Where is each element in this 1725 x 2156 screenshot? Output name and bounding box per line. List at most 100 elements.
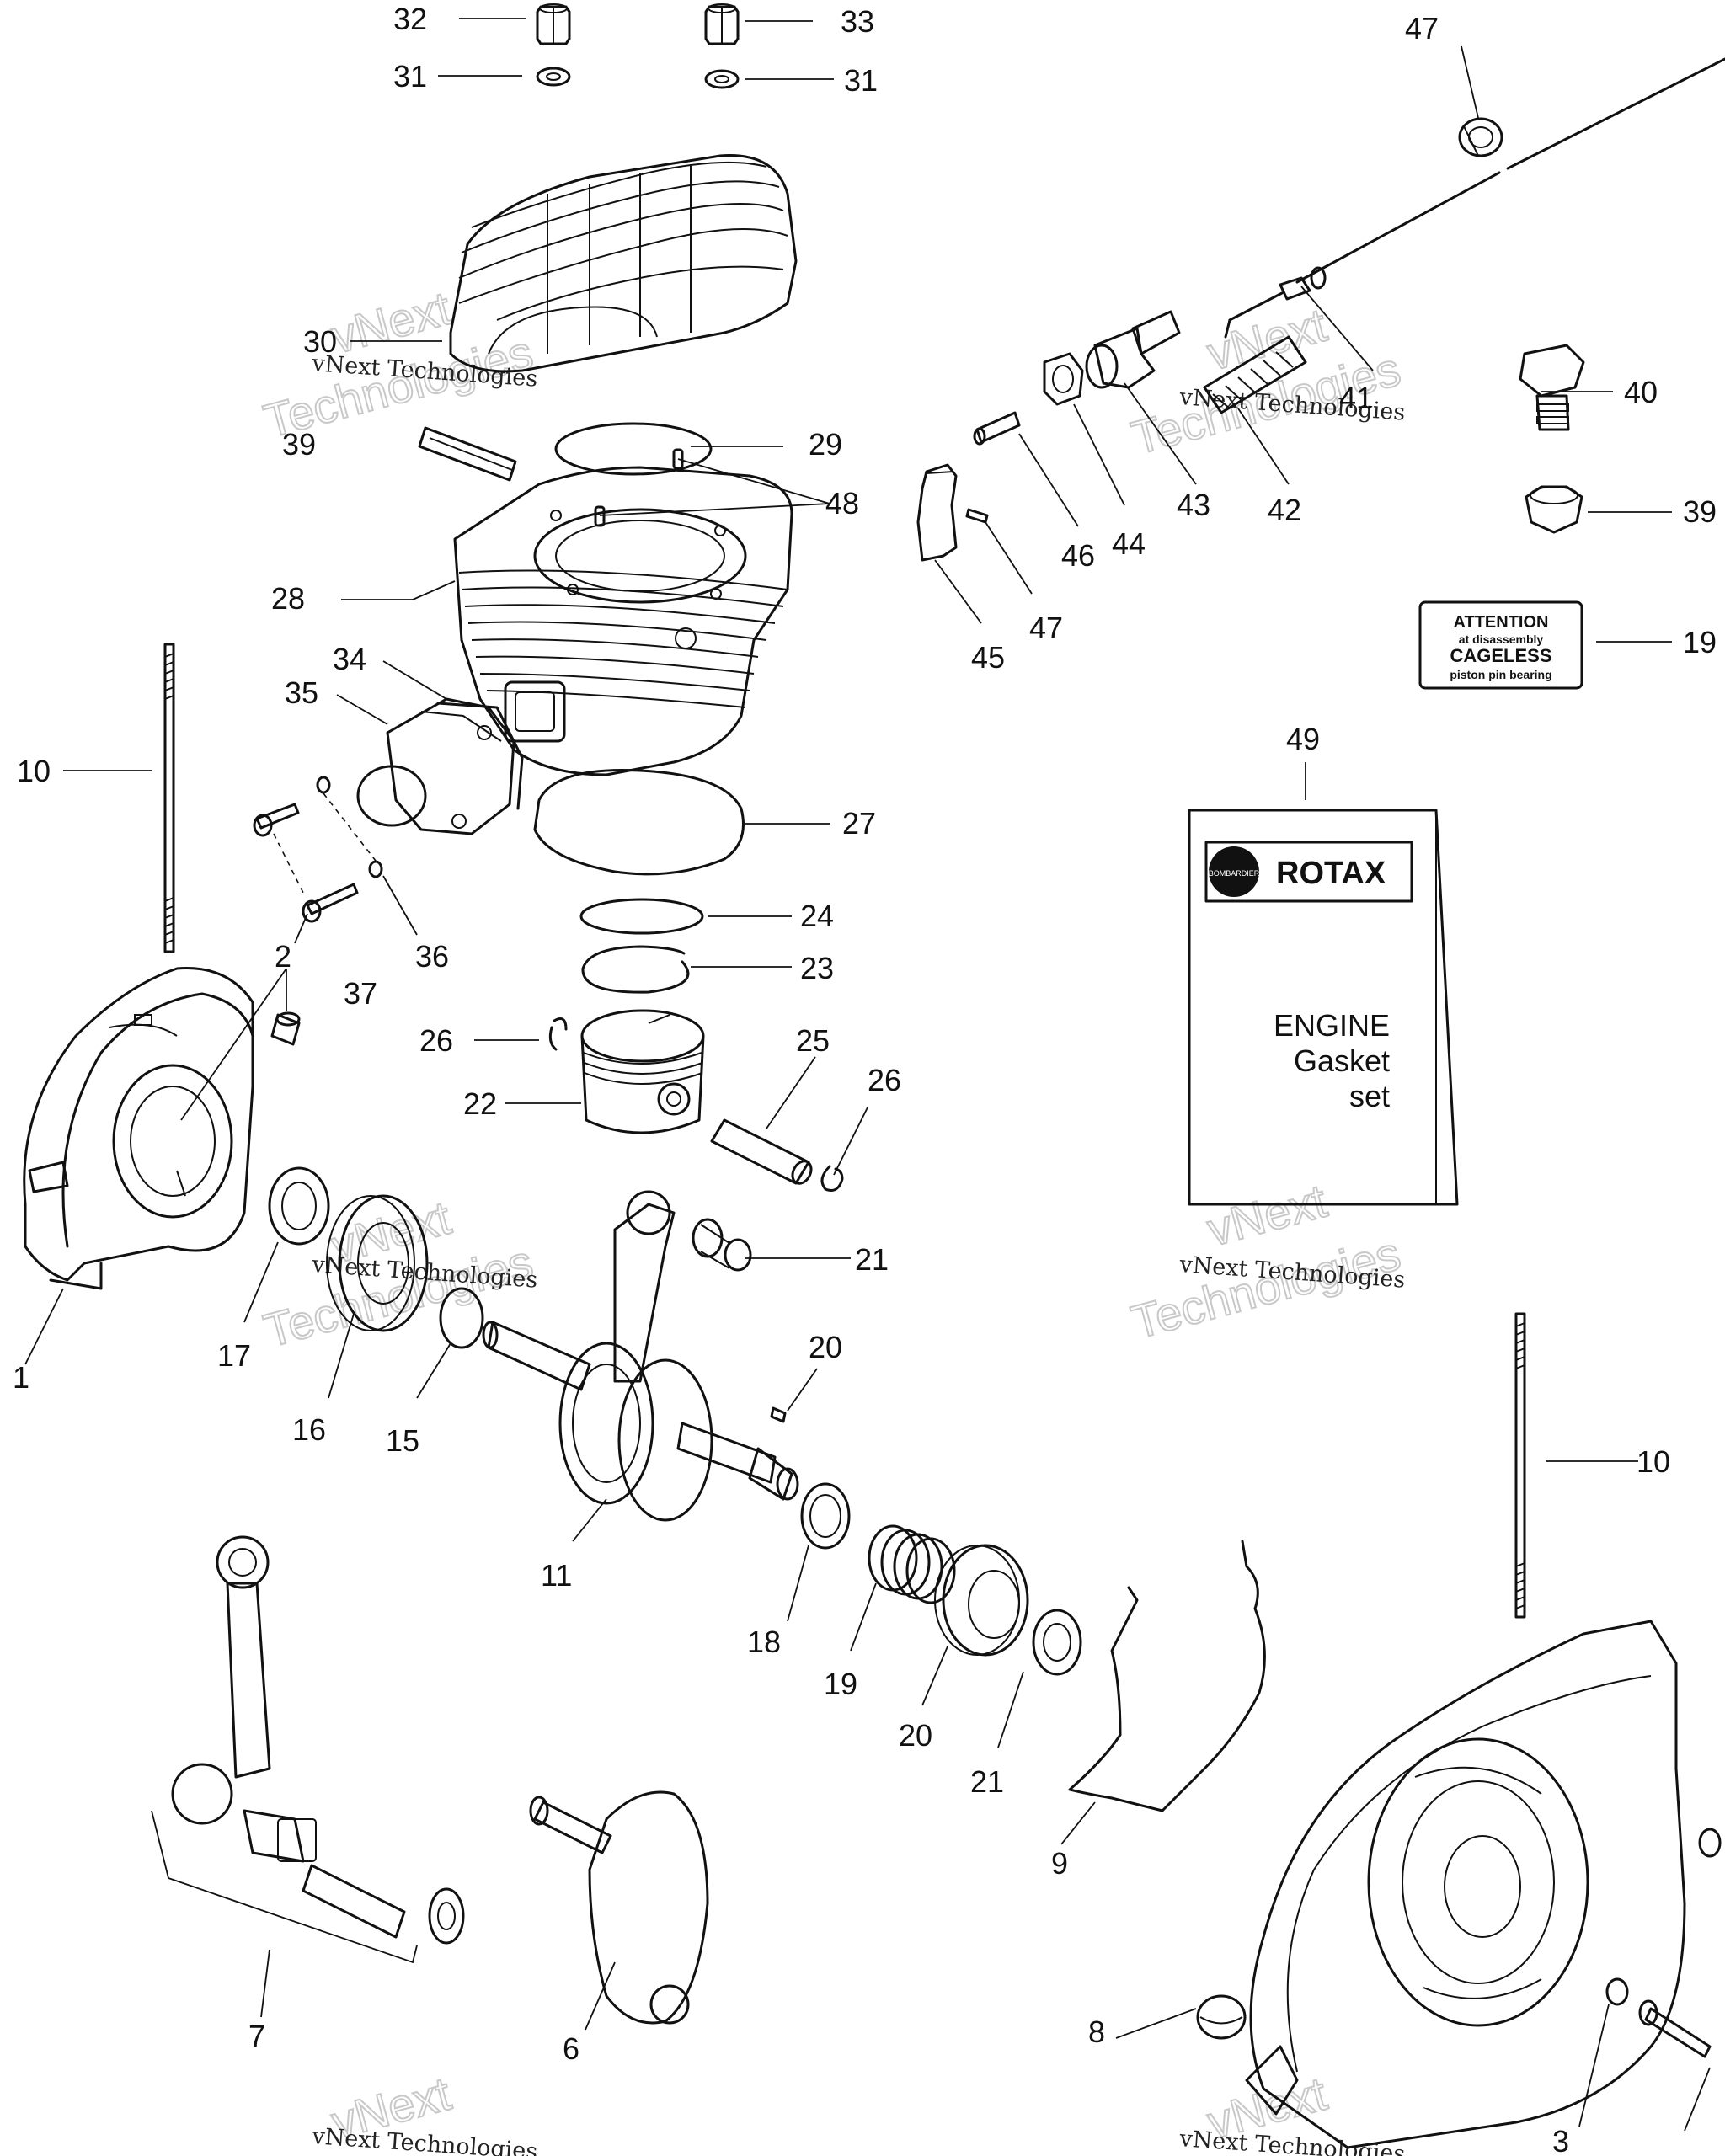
callout-33: 34 (333, 642, 366, 676)
decal-line-3: CAGELESS (1450, 645, 1551, 666)
intake-flange-33-34 (356, 697, 524, 835)
crankcase-1 (23, 967, 254, 1290)
callout-28: 28 (271, 581, 305, 616)
fitting-42 (1085, 310, 1181, 389)
callout-26: 26 (419, 1023, 453, 1058)
nut-43 (1043, 352, 1084, 406)
parts: ATTENTION at disassembly CAGELESS piston… (23, 3, 1725, 2149)
piston-ring-24 (579, 898, 704, 935)
nut-38 (1525, 485, 1583, 534)
crankcase-right (1245, 1620, 1686, 2149)
crank-half-6 (529, 1790, 709, 2025)
attention-decal-19: ATTENTION at disassembly CAGELESS piston… (1418, 600, 1583, 690)
nut-32-left (536, 3, 571, 45)
rotax-brand: ROTAX (1276, 856, 1386, 891)
callout-35: 36 (415, 939, 449, 974)
callout-25: 25 (796, 1023, 830, 1058)
watermarks: vNext Technologies vNext Technologies vN… (258, 280, 1407, 2156)
callout-30: 30 (303, 324, 337, 359)
logo-text: BOMBARDIER (1209, 869, 1260, 878)
decal-line-1: ATTENTION (1454, 613, 1549, 632)
callout-47: 47 (1405, 11, 1439, 45)
kit-line-3: set (1349, 1079, 1390, 1113)
needle-bearing-21 (692, 1218, 752, 1272)
callout-36: 37 (344, 976, 377, 1011)
circlip-26 (548, 1017, 568, 1051)
callout-38: 39 (1683, 494, 1717, 529)
bombardier-logo: BOMBARDIER (1209, 846, 1260, 897)
bearing-17 (934, 1544, 1029, 1657)
callout-8: 8 (1088, 2015, 1105, 2049)
watermark-text: vNext Technologies (1178, 2126, 1407, 2156)
spring-41 (1203, 335, 1307, 414)
callout-40: 41 (1339, 381, 1373, 415)
retaining-ring-12 (439, 1287, 484, 1349)
callout-15: 18 (747, 1625, 781, 1659)
connector-39 (1519, 344, 1585, 431)
callout-11: 11 (541, 1558, 572, 1593)
callout-45: 46 (1061, 538, 1095, 573)
grommet-47 (1458, 117, 1503, 157)
washer-31-left (536, 67, 571, 87)
piston-22 (580, 1009, 705, 1134)
bearing-13 (326, 1194, 429, 1332)
piston-ring-23 (581, 945, 690, 994)
watermark-text: vNext Technologies (311, 2123, 539, 2156)
callout-7: 7 (248, 2019, 265, 2053)
callout-17: 20 (899, 1718, 932, 1753)
callout-42: 43 (1177, 488, 1210, 522)
callout-31: 31 (844, 63, 878, 98)
oil-seal-18 (1032, 1609, 1082, 1676)
callout-29: 29 (809, 427, 842, 462)
callout-18: 21 (970, 1764, 1004, 1799)
callout-32: 32 (393, 2, 427, 36)
callout-34: 35 (285, 675, 318, 710)
cylinder-head-30 (449, 154, 798, 373)
callout-labels: 32 33 31 31 47 30 39 29 48 28 34 35 10 2… (13, 2, 1717, 2156)
key-20 (770, 1406, 787, 1423)
plate-37 (418, 426, 517, 482)
piston-pin-25 (710, 1118, 813, 1185)
callout-22: 22 (463, 1086, 497, 1121)
callout-6: 6 (563, 2031, 579, 2066)
base-gasket-27 (533, 768, 745, 876)
decal-line-4: piston pin bearing (1450, 668, 1551, 681)
callout-3: 3 (1552, 2124, 1569, 2156)
callout-27: 27 (842, 806, 876, 841)
decal-line-2: at disassembly (1459, 632, 1544, 646)
callout-49: 49 (1286, 722, 1320, 756)
stud-10-left (163, 643, 175, 953)
washer-31-right (704, 69, 740, 89)
kit-line-2: Gasket (1294, 1043, 1390, 1078)
con-rod-kit-7 (171, 1535, 465, 1945)
watermark-big-text: vNext (1202, 1174, 1332, 1257)
circlip-26 (820, 1165, 844, 1192)
pin-46 (965, 508, 989, 524)
oil-seal-14 (268, 1166, 330, 1246)
callout-12: 15 (386, 1423, 419, 1458)
kit-line-1: ENGINE (1274, 1008, 1390, 1043)
callout-21: 21 (855, 1242, 889, 1277)
callout-13: 16 (292, 1412, 326, 1447)
callout-39: 40 (1624, 375, 1658, 409)
plug-8 (1196, 1994, 1247, 2040)
callout-23: 23 (800, 951, 834, 985)
cylinder-28 (453, 466, 793, 776)
callout-24: 24 (800, 899, 834, 933)
callout-1: 1 (13, 1360, 29, 1395)
head-gasket-29 (554, 422, 713, 476)
crankshaft-11 (482, 1190, 799, 1522)
callout-19: 19 (1683, 625, 1717, 659)
nut-32-right (704, 3, 740, 45)
callout-16: 19 (824, 1667, 857, 1701)
washers-35 (273, 776, 383, 894)
callout-14: 17 (217, 1338, 251, 1373)
callout-48: 48 (825, 486, 859, 520)
dowel-2 (270, 1011, 301, 1046)
callout-10: 10 (17, 754, 51, 788)
callout-31: 31 (393, 59, 427, 93)
callout-46: 47 (1029, 611, 1063, 645)
pin-45 (973, 411, 1021, 446)
lever-44 (916, 463, 958, 562)
